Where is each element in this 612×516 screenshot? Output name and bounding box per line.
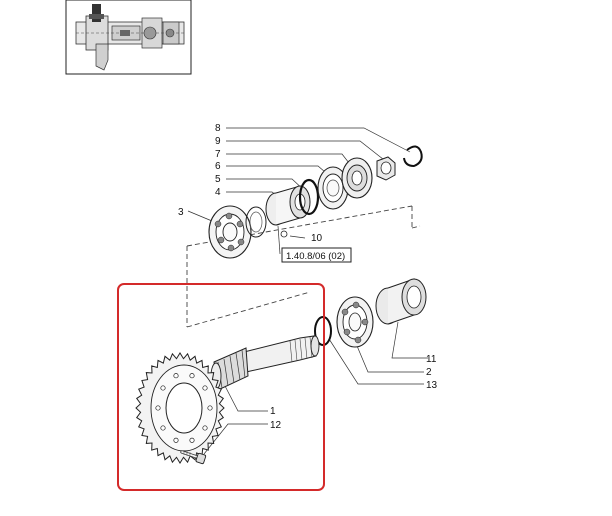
dashed-frame <box>186 205 421 328</box>
crown-wheel-bolt-hole <box>173 437 179 443</box>
callout-9: 9 <box>215 136 221 147</box>
bearing-cone-part-7 <box>341 157 373 199</box>
crown-wheel-bolt-hole <box>189 437 195 443</box>
callout-10: 10 <box>311 233 323 244</box>
reference-box[interactable]: 1.40.8/06 (02) <box>281 247 352 263</box>
sleeve-part-11 <box>375 278 427 325</box>
crown-wheel-bolt-hole <box>160 425 166 431</box>
callout-13: 13 <box>426 380 438 391</box>
crown-wheel-bolt-hole <box>207 405 213 411</box>
callout-11: 11 <box>426 354 437 365</box>
crown-wheel-bolt-hole <box>202 385 208 391</box>
circlip-part-8 <box>403 145 423 168</box>
leader-lines <box>187 127 428 455</box>
crown-wheel-bolt-hole <box>202 425 208 431</box>
assembly-thumbnail <box>65 0 192 75</box>
shim-ring <box>245 206 288 238</box>
callout-6: 6 <box>215 161 221 172</box>
pinion-shaft-part-1 <box>210 335 320 391</box>
crown-wheel-bolt-hole <box>173 373 179 379</box>
callout-7: 7 <box>215 149 221 160</box>
oring-part-5 <box>298 178 320 216</box>
callout-5: 5 <box>215 174 221 185</box>
bolt-part-12 <box>180 450 207 465</box>
nut-part-9 <box>376 156 396 181</box>
callout-2: 2 <box>426 367 432 378</box>
callout-12: 12 <box>270 420 282 431</box>
bearing-part-3 <box>208 205 252 259</box>
callout-numbers: 8 9 7 6 5 4 3 10 11 2 13 1 12 <box>178 123 438 431</box>
crown-wheel-bolt-hole <box>160 385 166 391</box>
callout-8: 8 <box>215 123 221 134</box>
crown-wheel-bolt-hole <box>189 373 195 379</box>
highlight-frame <box>117 283 325 491</box>
callout-4: 4 <box>215 187 221 198</box>
crown-wheel-ring <box>165 382 203 434</box>
bearing-part-2 <box>336 296 374 348</box>
spacer-part-4 <box>265 185 311 226</box>
crown-wheel-bolt-hole <box>155 405 161 411</box>
crown-wheel <box>135 352 225 464</box>
callout-1: 1 <box>270 406 276 417</box>
reference-label: 1.40.8/06 (02) <box>286 251 345 262</box>
callout-3: 3 <box>178 207 184 218</box>
bearing-cup-part-6 <box>317 166 349 210</box>
